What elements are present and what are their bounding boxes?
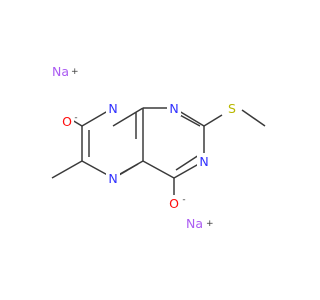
atom-label-layer: N N N N S O - O - Na + Na +	[52, 64, 239, 231]
atom-n5: N	[108, 171, 117, 186]
bond-s-methyl	[241, 109, 266, 127]
charge-na-bottom: +	[206, 219, 214, 229]
bond-n1-c2-double	[177, 113, 201, 127]
atom-n1: N	[169, 101, 178, 116]
atom-n8: N	[108, 101, 117, 116]
atom-na-bottom: Na	[186, 216, 203, 231]
pteridinediolate-structure: N N N N S O - O - Na + Na +	[51, 64, 266, 231]
atom-o4: O	[169, 196, 179, 211]
bond-c4-c4a	[142, 160, 175, 179]
bond-c6-methyl	[51, 160, 83, 179]
bond-layer	[51, 107, 266, 196]
atom-n3: N	[199, 154, 208, 169]
atom-na-top: Na	[52, 64, 69, 79]
bond-n3-c4-double	[175, 154, 200, 171]
charge-na-top: +	[71, 67, 79, 77]
charge-o7: -	[74, 113, 77, 123]
bond-c7-n8	[112, 107, 144, 127]
atom-o7: O	[62, 114, 72, 129]
atom-s: S	[228, 101, 236, 116]
charge-o4: -	[182, 195, 185, 205]
bond-c2-s	[203, 114, 223, 127]
